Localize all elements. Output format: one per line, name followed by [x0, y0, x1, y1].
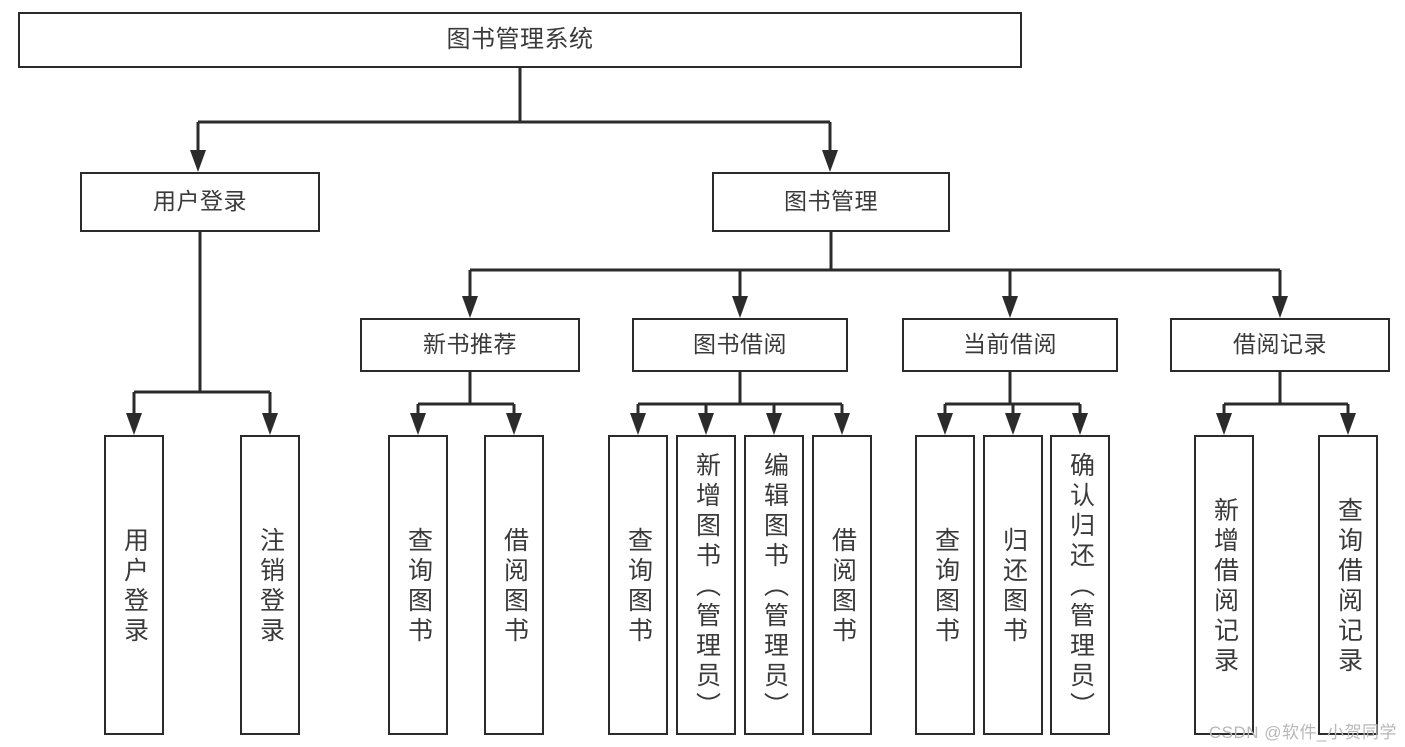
node-label: 查询图书	[624, 527, 653, 647]
node-current-borrow[interactable]: 当前借阅	[902, 318, 1118, 372]
node-book-manage[interactable]: 图书管理	[712, 172, 950, 232]
node-label: 新增图书（管理员）	[692, 452, 721, 722]
node-edit-book-admin[interactable]: 编辑图书（管理员）	[744, 435, 804, 735]
node-return-book[interactable]: 归还图书	[983, 435, 1043, 735]
node-label: 借阅图书	[828, 527, 857, 647]
node-label: 查询图书	[404, 527, 433, 647]
node-label: 图书借阅	[693, 331, 787, 358]
node-borrow-book-2[interactable]: 借阅图书	[812, 435, 872, 735]
node-query-book-2[interactable]: 查询图书	[608, 435, 668, 735]
node-label: 注销登录	[256, 527, 285, 647]
node-query-book-3[interactable]: 查询图书	[915, 435, 975, 735]
node-label: 编辑图书（管理员）	[760, 452, 789, 722]
node-label: 用户登录	[153, 188, 247, 215]
node-borrow-record[interactable]: 借阅记录	[1170, 318, 1390, 372]
node-logout-do[interactable]: 注销登录	[240, 435, 300, 735]
node-query-borrow-record[interactable]: 查询借阅记录	[1318, 435, 1378, 735]
node-new-book-recommend[interactable]: 新书推荐	[360, 318, 580, 372]
node-label: 当前借阅	[963, 331, 1057, 358]
node-label: 查询借阅记录	[1334, 497, 1363, 677]
node-label: 新增借阅记录	[1210, 497, 1239, 677]
node-label: 新书推荐	[423, 331, 517, 358]
node-confirm-return-admin[interactable]: 确认归还（管理员）	[1050, 435, 1110, 735]
node-label: 借阅图书	[500, 527, 529, 647]
node-label: 图书管理	[784, 188, 878, 215]
node-label: 借阅记录	[1233, 331, 1327, 358]
node-label: 查询图书	[931, 527, 960, 647]
node-book-borrow[interactable]: 图书借阅	[632, 318, 848, 372]
node-add-borrow-record[interactable]: 新增借阅记录	[1194, 435, 1254, 735]
node-label: 归还图书	[999, 527, 1028, 647]
node-add-book-admin[interactable]: 新增图书（管理员）	[676, 435, 736, 735]
node-label: 用户登录	[120, 527, 149, 647]
node-root-system[interactable]: 图书管理系统	[18, 12, 1022, 68]
node-borrow-book-1[interactable]: 借阅图书	[484, 435, 544, 735]
node-user-login[interactable]: 用户登录	[80, 172, 320, 232]
node-label: 确认归还（管理员）	[1066, 452, 1095, 722]
node-label: 图书管理系统	[446, 25, 594, 53]
node-query-book-1[interactable]: 查询图书	[388, 435, 448, 735]
node-login-do[interactable]: 用户登录	[104, 435, 164, 735]
